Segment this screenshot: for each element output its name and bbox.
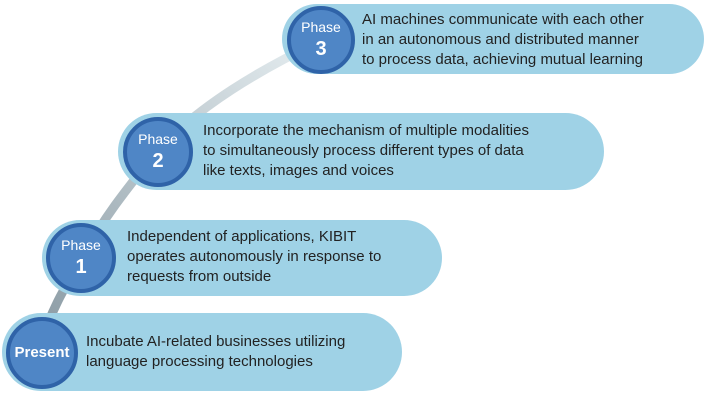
phase-3-line-1: AI machines communicate with each other	[362, 11, 644, 28]
present-line-1: Incubate AI-related businesses utilizing	[86, 333, 346, 350]
phase-3-line-3: to process data, achieving mutual learni…	[362, 51, 644, 68]
phase-2-line-1: Incorporate the mechanism of multiple mo…	[203, 122, 529, 139]
phase-3-label: Phase	[301, 19, 341, 36]
phase-1-line-3: requests from outside	[127, 268, 272, 285]
phase-2-number: 2	[152, 149, 164, 172]
present-label: Present	[14, 343, 70, 361]
phase-2-line-3: like texts, images and voices	[203, 162, 394, 179]
phase-2-description: Incorporate the mechanism of multiple mo…	[203, 121, 529, 181]
phase-3-badge: Phase 3	[287, 6, 355, 74]
phase-3-number: 3	[315, 37, 327, 60]
phase-2-line-2: to simultaneously process different type…	[203, 142, 524, 159]
present-badge: Present	[6, 317, 78, 389]
present-line-2: language processing technologies	[86, 353, 313, 370]
phase-2-badge: Phase 2	[123, 117, 193, 187]
phase-1-description: Independent of applications, KIBIT opera…	[127, 227, 381, 287]
phase-1-line-1: Independent of applications, KIBIT	[127, 228, 357, 245]
phase-1-line-2: operates autonomously in response to	[127, 248, 382, 265]
phase-2-label: Phase	[138, 131, 178, 148]
present-description: Incubate AI-related businesses utilizing…	[86, 332, 345, 372]
phase-3-description: AI machines communicate with each other …	[362, 10, 644, 70]
phase-1-badge: Phase 1	[46, 223, 116, 293]
phase-3-line-2: in an autonomous and distributed manner	[362, 31, 639, 48]
phase-1-number: 1	[75, 255, 87, 278]
phase-2-card	[118, 113, 604, 190]
phase-1-label: Phase	[61, 237, 101, 254]
